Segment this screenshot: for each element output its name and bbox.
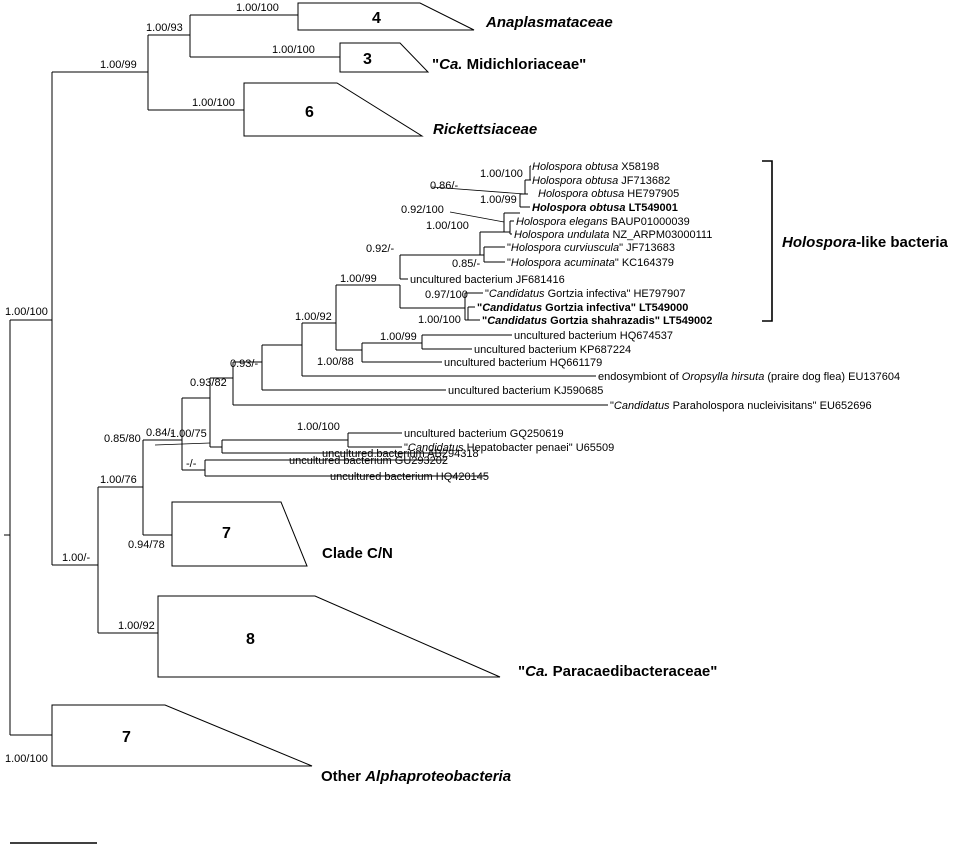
clade-triangle-anaplasmataceae [297, 2, 475, 31]
tip-label: Holospora obtusa LT549001 [532, 202, 678, 214]
clade-triangle-midichloriaceae [339, 42, 430, 73]
clade-name-paracaedibacteraceae: "Ca. Paracaedibacteraceae" [518, 663, 717, 680]
support-value: 1.00/99 [340, 273, 377, 285]
tip-label: uncultured bacterium KP687224 [474, 344, 631, 356]
tip-label: uncultured bacterium HQ420145 [330, 471, 489, 483]
tip-label: uncultured bacterium HQ674537 [514, 330, 673, 342]
support-value: -/- [186, 458, 197, 470]
support-value: 0.93/- [230, 358, 258, 370]
support-values: 1.00/100 1.00/99 1.00/93 1.00/100 1.00/1… [5, 2, 523, 765]
support-value: 1.00/100 [272, 44, 315, 56]
tip-label: "Candidatus Hepatobacter penaei" U65509 [404, 442, 614, 454]
tip-label: "Holospora curviuscula" JF713683 [507, 242, 675, 254]
tip-label: "Candidatus Gortzia infectiva" LT549000 [477, 302, 688, 314]
tip-label: uncultured bacterium KJ590685 [448, 385, 603, 397]
clade-name-rickettsiaceae: Rickettsiaceae [433, 121, 537, 138]
clade-count-cladeCN: 7 [222, 525, 231, 542]
tip-label: "Candidatus Paraholospora nucleivisitans… [610, 400, 872, 412]
support-value: 1.00/100 [297, 421, 340, 433]
support-value: 0.86/- [430, 180, 458, 192]
support-value: 1.00/100 [418, 314, 461, 326]
support-value: 0.85/80 [104, 433, 141, 445]
tip-label: Holospora obtusa JF713682 [532, 175, 670, 187]
clade-name-anaplasmataceae: Anaplasmataceae [485, 14, 613, 31]
support-value: 0.84/- [146, 427, 174, 439]
tip-label: endosymbiont of Oropsylla hirsuta (prair… [598, 371, 900, 383]
clade-count-paracaedibacteraceae: 8 [246, 631, 255, 648]
clade-count-rickettsiaceae: 6 [305, 104, 314, 121]
support-value: 1.00/92 [118, 620, 155, 632]
clade-count-anaplasmataceae: 4 [372, 10, 381, 27]
tip-label: uncultured bacterium GQ250619 [404, 428, 564, 440]
support-value: 1.00/92 [295, 311, 332, 323]
clade-count-midichloriaceae: 3 [363, 51, 372, 68]
support-value: 1.00/100 [5, 753, 48, 765]
support-value: 1.00/88 [317, 356, 354, 368]
tip-label: Holospora undulata NZ_ARPM03000111 [514, 229, 712, 241]
support-value: 1.00/100 [5, 306, 48, 318]
support-value: 0.92/100 [401, 204, 444, 216]
tip-label: "Candidatus Gortzia infectiva" HE797907 [485, 288, 685, 300]
support-value: 1.00/99 [100, 59, 137, 71]
tip-label: "Holospora acuminata" KC164379 [507, 257, 674, 269]
support-value: 1.00/76 [100, 474, 137, 486]
tip-label: Holospora elegans BAUP01000039 [516, 216, 690, 228]
support-leader-lines [154, 186, 526, 446]
support-value: 1.00/100 [426, 220, 469, 232]
clade-name-other-alphaproteobacteria: Other Alphaproteobacteria [321, 768, 511, 785]
tip-label: uncultured bacterium JF681416 [410, 274, 565, 286]
clade-counts: 4 3 6 7 8 7 [122, 10, 381, 746]
support-value: 0.93/82 [190, 377, 227, 389]
clade-count-other-alphaproteobacteria: 7 [122, 729, 131, 746]
support-value: 1.00/99 [380, 331, 417, 343]
support-value: 1.00/75 [170, 428, 207, 440]
tip-label: "Candidatus Gortzia shahrazadis" LT54900… [482, 315, 712, 327]
support-value: 0.85/- [452, 258, 480, 270]
tip-labels: Holospora obtusa X58198 Holospora obtusa… [289, 161, 900, 483]
tree-branches [4, 14, 608, 736]
clade-names: Anaplasmataceae "Ca. Midichloriaceae" Ri… [321, 14, 717, 785]
support-value: 0.97/100 [425, 289, 468, 301]
clade-triangle-cladeCN [171, 501, 308, 567]
clade-triangle-paracaedibacteraceae [157, 595, 501, 678]
clade-triangle-other-alphaproteobacteria [51, 704, 313, 767]
holospora-like-label: Holospora-like bacteria [782, 234, 949, 251]
support-value: 1.00/100 [480, 168, 523, 180]
support-value: 1.00/99 [480, 194, 517, 206]
holospora-bracket: Holospora-like bacteria [762, 160, 949, 322]
support-value: 1.00/93 [146, 22, 183, 34]
support-value: 1.00/100 [236, 2, 279, 14]
clade-triangle-rickettsiaceae [243, 82, 424, 137]
tip-label: uncultured bacterium HQ661179 [444, 357, 602, 369]
tip-label: uncultured bacterium GU293202 [289, 455, 448, 467]
clade-name-midichloriaceae: "Ca. Midichloriaceae" [432, 56, 586, 73]
support-value: 0.92/- [366, 243, 394, 255]
support-value: 1.00/100 [192, 97, 235, 109]
tip-label: Holospora obtusa X58198 [532, 161, 659, 173]
tip-label: Holospora obtusa HE797905 [538, 188, 679, 200]
collapsed-clades [51, 2, 501, 767]
support-value: 0.94/78 [128, 539, 165, 551]
support-value: 1.00/- [62, 552, 90, 564]
clade-name-cladeCN: Clade C/N [322, 545, 393, 562]
tip-label: uncultured bacterium AB294318 [322, 448, 479, 460]
